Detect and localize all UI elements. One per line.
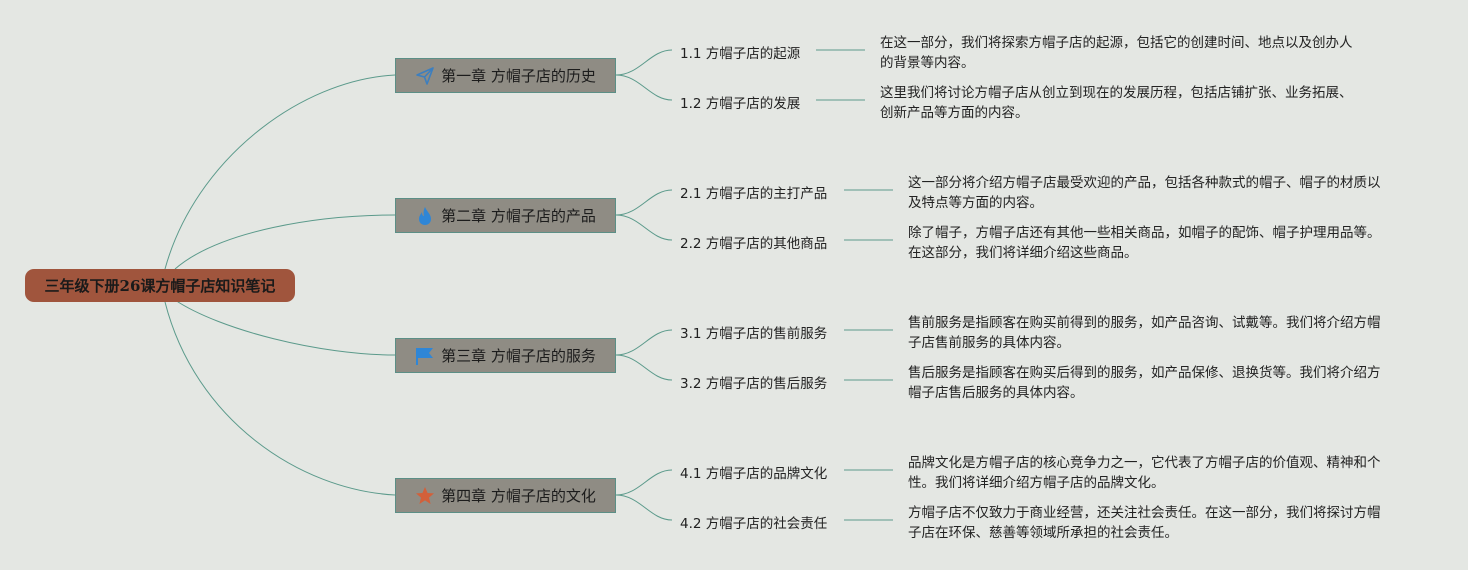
description-line: 这一部分将介绍方帽子店最受欢迎的产品，包括各种款式的帽子、帽子的材质以 bbox=[908, 175, 1381, 191]
chapter-title: 第二章 方帽子店的产品 bbox=[441, 207, 596, 225]
flame-icon bbox=[415, 206, 435, 226]
description-line: 这里我们将讨论方帽子店从创立到现在的发展历程，包括店铺扩张、业务拓展、 bbox=[880, 85, 1353, 101]
subtopic-4-2[interactable]: 4.2 方帽子店的社会责任 bbox=[680, 516, 828, 532]
chapter-title: 第三章 方帽子店的服务 bbox=[441, 347, 596, 365]
description-line: 售后服务是指顾客在购买后得到的服务，如产品保修、退换货等。我们将介绍方 bbox=[908, 365, 1381, 381]
description-line: 性。我们将详细介绍方帽子店的品牌文化。 bbox=[908, 475, 1165, 491]
description-line: 除了帽子，方帽子店还有其他一些相关商品，如帽子的配饰、帽子护理用品等。 bbox=[908, 225, 1381, 241]
connector-line bbox=[615, 74, 673, 101]
description-4-2: 方帽子店不仅致力于商业经营，还关注社会责任。在这一部分，我们将探讨方帽子店在环保… bbox=[908, 503, 1408, 543]
description-2-2: 除了帽子，方帽子店还有其他一些相关商品，如帽子的配饰、帽子护理用品等。在这部分，… bbox=[908, 223, 1408, 263]
subtopic-2-2[interactable]: 2.2 方帽子店的其他商品 bbox=[680, 236, 828, 252]
root-title: 三年级下册26课方帽子店知识笔记 bbox=[44, 277, 276, 295]
connector-line bbox=[615, 354, 673, 381]
connector-line bbox=[615, 49, 673, 76]
description-line: 及特点等方面的内容。 bbox=[908, 195, 1043, 211]
description-line: 创新产品等方面的内容。 bbox=[880, 105, 1029, 121]
description-1-2: 这里我们将讨论方帽子店从创立到现在的发展历程，包括店铺扩张、业务拓展、创新产品等… bbox=[880, 83, 1380, 123]
description-1-1: 在这一部分，我们将探索方帽子店的起源，包括它的创建时间、地点以及创办人的背景等内… bbox=[880, 33, 1380, 73]
paper-plane-icon bbox=[415, 66, 435, 86]
subtopic-4-1[interactable]: 4.1 方帽子店的品牌文化 bbox=[680, 466, 828, 482]
description-line: 在这部分，我们将详细介绍这些商品。 bbox=[908, 245, 1138, 261]
description-line: 售前服务是指顾客在购买前得到的服务，如产品咨询、试戴等。我们将介绍方帽 bbox=[908, 315, 1381, 331]
description-line: 子店售前服务的具体内容。 bbox=[908, 335, 1070, 351]
connector-line bbox=[174, 214, 396, 270]
description-line: 方帽子店不仅致力于商业经营，还关注社会责任。在这一部分，我们将探讨方帽 bbox=[908, 505, 1381, 521]
description-4-1: 品牌文化是方帽子店的核心竞争力之一，它代表了方帽子店的价值观、精神和个性。我们将… bbox=[908, 453, 1408, 493]
connector-line bbox=[615, 494, 673, 521]
chapter-topic-1[interactable]: 第一章 方帽子店的历史 bbox=[395, 58, 616, 93]
connector-line bbox=[164, 301, 396, 496]
description-line: 帽子店售后服务的具体内容。 bbox=[908, 385, 1084, 401]
subtopic-3-1[interactable]: 3.1 方帽子店的售前服务 bbox=[680, 326, 828, 342]
description-2-1: 这一部分将介绍方帽子店最受欢迎的产品，包括各种款式的帽子、帽子的材质以及特点等方… bbox=[908, 173, 1408, 213]
subtopic-3-2[interactable]: 3.2 方帽子店的售后服务 bbox=[680, 376, 828, 392]
description-line: 品牌文化是方帽子店的核心竞争力之一，它代表了方帽子店的价值观、精神和个 bbox=[908, 455, 1381, 471]
connector-line bbox=[615, 189, 673, 216]
description-3-2: 售后服务是指顾客在购买后得到的服务，如产品保修、退换货等。我们将介绍方帽子店售后… bbox=[908, 363, 1408, 403]
description-line: 在这一部分，我们将探索方帽子店的起源，包括它的创建时间、地点以及创办人 bbox=[880, 35, 1353, 51]
root-topic[interactable]: 三年级下册26课方帽子店知识笔记 bbox=[25, 269, 295, 302]
star-icon bbox=[415, 486, 435, 506]
connector-line bbox=[615, 469, 673, 496]
connector-line bbox=[174, 299, 396, 356]
connector-line bbox=[164, 74, 396, 270]
connector-line bbox=[615, 329, 673, 356]
description-line: 的背景等内容。 bbox=[880, 55, 975, 71]
chapter-topic-2[interactable]: 第二章 方帽子店的产品 bbox=[395, 198, 616, 233]
description-line: 子店在环保、慈善等领域所承担的社会责任。 bbox=[908, 525, 1178, 541]
description-3-1: 售前服务是指顾客在购买前得到的服务，如产品咨询、试戴等。我们将介绍方帽子店售前服… bbox=[908, 313, 1408, 353]
chapter-topic-4[interactable]: 第四章 方帽子店的文化 bbox=[395, 478, 616, 513]
chapter-topic-3[interactable]: 第三章 方帽子店的服务 bbox=[395, 338, 616, 373]
connector-line bbox=[615, 214, 673, 241]
subtopic-1-1[interactable]: 1.1 方帽子店的起源 bbox=[680, 46, 801, 62]
chapter-title: 第一章 方帽子店的历史 bbox=[441, 67, 596, 85]
subtopic-2-1[interactable]: 2.1 方帽子店的主打产品 bbox=[680, 186, 828, 202]
chapter-title: 第四章 方帽子店的文化 bbox=[441, 487, 596, 505]
subtopic-1-2[interactable]: 1.2 方帽子店的发展 bbox=[680, 96, 801, 112]
flag-icon bbox=[415, 346, 435, 366]
